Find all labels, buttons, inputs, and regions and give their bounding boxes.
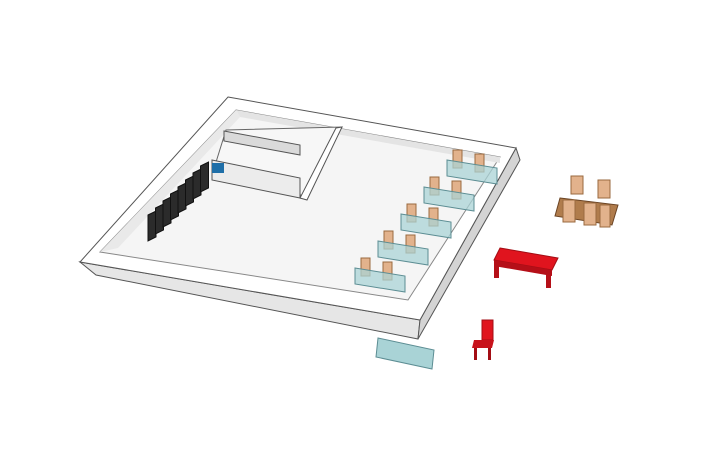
red-table[interactable]: [493, 247, 559, 288]
black-panel[interactable]: [192, 168, 202, 200]
black-panel[interactable]: [177, 182, 187, 214]
red-chair-leg: [474, 348, 477, 360]
chair[interactable]: [562, 199, 576, 223]
blue-box[interactable]: [212, 163, 224, 173]
red-chair[interactable]: [472, 319, 494, 360]
black-panel[interactable]: [170, 189, 179, 221]
red-chair-seat: [472, 340, 494, 348]
inner-room-wall-back: [223, 130, 301, 156]
chair[interactable]: [599, 204, 611, 228]
inner-room-wall-front: [211, 159, 301, 199]
inner-wall-face-left: [100, 110, 240, 252]
black-panel[interactable]: [147, 210, 157, 242]
glass-partition[interactable]: [423, 186, 475, 212]
chair[interactable]: [597, 179, 611, 199]
red-table-front: [494, 260, 552, 276]
black-panel[interactable]: [185, 175, 194, 207]
black-panel[interactable]: [155, 203, 164, 235]
red-table-leg: [494, 264, 499, 278]
inner-room-wall-right: [299, 126, 343, 201]
chair[interactable]: [583, 202, 597, 226]
black-panel[interactable]: [200, 161, 209, 193]
glass-partition[interactable]: [400, 213, 452, 239]
floor-slab[interactable]: [78, 96, 521, 340]
glass-panel[interactable]: [375, 337, 435, 370]
red-chair-leg: [488, 348, 491, 360]
red-table-leg: [546, 272, 551, 288]
dining-set[interactable]: [554, 175, 619, 228]
glass-partition[interactable]: [377, 240, 429, 266]
glass-partition[interactable]: [354, 267, 406, 293]
chair[interactable]: [570, 175, 584, 195]
inner-wall-face: [236, 110, 500, 163]
red-chair-back: [481, 319, 494, 341]
black-panel[interactable]: [162, 196, 172, 228]
inner-room[interactable]: [211, 126, 343, 201]
black-panels[interactable]: [147, 161, 209, 242]
glass-cubicles[interactable]: [354, 149, 498, 293]
glass-partition[interactable]: [446, 159, 498, 185]
